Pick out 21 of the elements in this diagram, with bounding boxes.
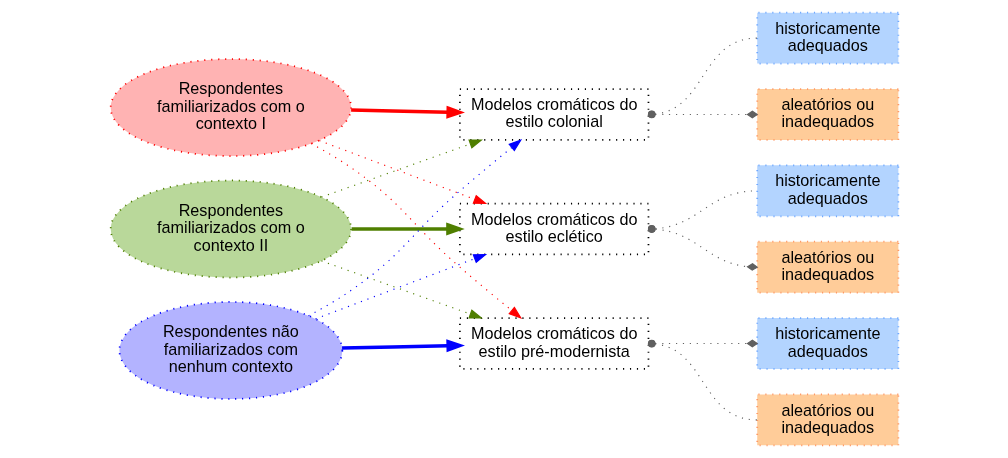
node-ellipse: Respondentes familiarizados com o contexto I <box>109 58 352 157</box>
node-box: Modelos cromáticos do estilo colonial <box>458 88 649 141</box>
node-box: historicamente adequados <box>755 164 899 218</box>
connector <box>647 225 758 271</box>
node-box: Modelos cromáticos do estilo eclético <box>458 202 649 256</box>
node-ellipse: Respondentes não familiarizados com nenhum contexto <box>118 301 343 400</box>
node-box: aleatórios ou inadequados <box>755 393 899 447</box>
arrow <box>351 222 465 236</box>
node-box: aleatórios ou inadequados <box>755 88 899 141</box>
arrow <box>320 260 483 319</box>
arrow <box>341 339 465 353</box>
node-box: historicamente adequados <box>755 11 899 65</box>
node-box: aleatórios ou inadequados <box>755 240 899 294</box>
node-ellipse: Respondentes familiarizados com o contexto II <box>109 179 352 279</box>
connector <box>647 339 758 348</box>
arrow <box>314 253 487 320</box>
node-box: Modelos cromáticos do estilo pré-modernista <box>458 317 649 370</box>
connector <box>647 110 758 119</box>
node-box: historicamente adequados <box>755 317 899 370</box>
arrow <box>350 105 465 119</box>
connector <box>647 339 758 421</box>
